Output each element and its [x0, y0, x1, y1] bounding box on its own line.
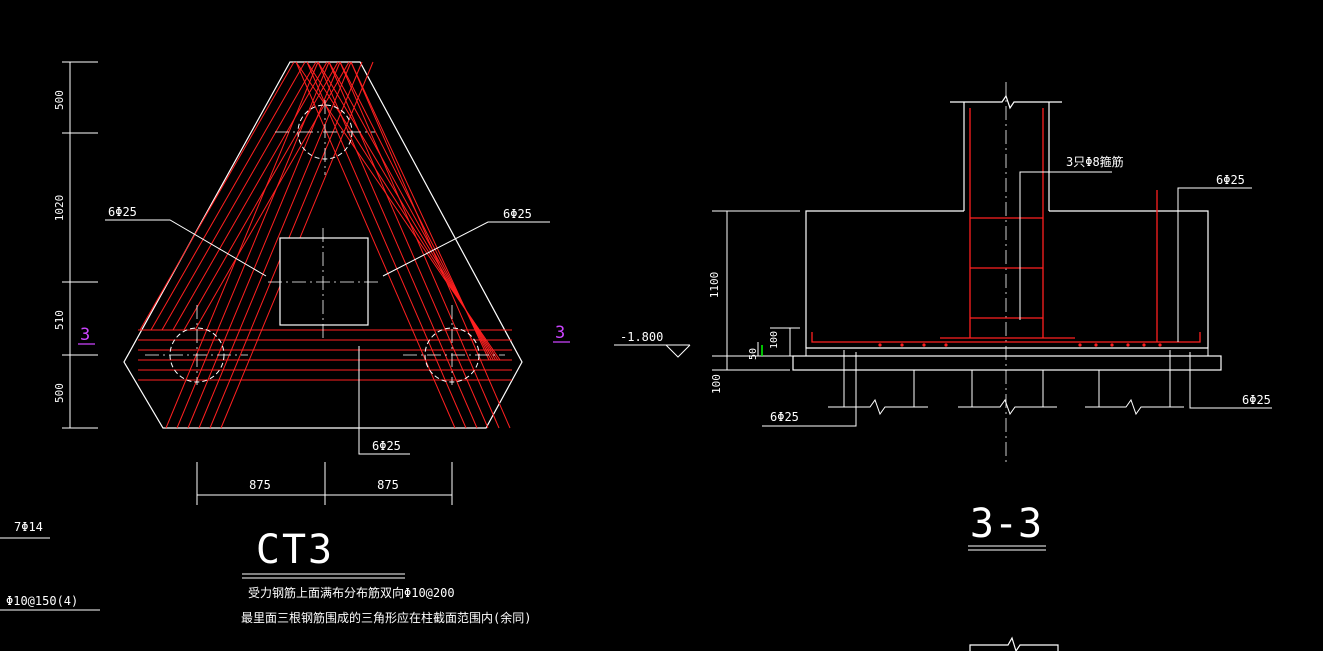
rebar-label-bottom: 6Φ25 [372, 439, 401, 453]
plan-note-2: 最里面三根钢筋围成的三角形应在柱截面范围内(余同) [241, 610, 531, 625]
rebar-dots [878, 343, 1162, 347]
centerlines [145, 100, 505, 385]
elevation-mark: -1.800 [614, 330, 691, 358]
svg-text:-1.800: -1.800 [620, 330, 663, 344]
dim-100-bottom: 100 [710, 374, 723, 394]
dim-v-2: 1020 [53, 195, 66, 222]
dim-v-4: 500 [53, 383, 66, 403]
dim-100-top: 100 [769, 331, 780, 349]
piles-section [828, 350, 1184, 416]
svg-text:3: 3 [555, 323, 565, 343]
plan-view: 6Φ25 6Φ25 6Φ25 3 3 500 1020 510 500 [53, 61, 570, 625]
cap-outline [805, 210, 1209, 349]
rebar-label-right: 6Φ25 [503, 207, 532, 221]
dim-h-1: 875 [249, 478, 271, 492]
section-title: 3-3 [970, 501, 1042, 547]
plan-title: CT3 [256, 527, 334, 573]
blinding-layer [792, 355, 1222, 371]
left-fragments: 7Φ14 Φ10@150(4) [0, 520, 100, 611]
dim-horizontal [196, 462, 453, 505]
dim-vertical [62, 61, 98, 429]
leaders [105, 219, 550, 455]
pile-cap-outline [123, 61, 523, 429]
section-rebar [811, 108, 1201, 343]
rebar-label-br: 6Φ25 [1242, 393, 1271, 407]
rebar-label-bl: 6Φ25 [770, 410, 799, 424]
column-section [950, 94, 1062, 211]
rebar-label-left: 6Φ25 [108, 205, 137, 219]
rebar-label-top: 6Φ25 [1216, 173, 1245, 187]
column-outline [279, 237, 369, 326]
dim-50: 50 [748, 348, 759, 360]
plan-note-1: 受力钢筋上面满布分布筋双向Φ10@200 [248, 585, 455, 600]
section-mark-right: 3 [553, 323, 570, 343]
fragment-rebar: 7Φ14 [14, 520, 43, 534]
svg-text:3: 3 [80, 325, 90, 345]
section-dims [712, 210, 800, 371]
dim-v-1: 500 [53, 90, 66, 110]
dim-h-2: 875 [377, 478, 399, 492]
section-mark-left: 3 [78, 325, 95, 345]
section-leaders [762, 171, 1272, 427]
next-column-fragment [969, 636, 1059, 651]
dim-1100: 1100 [708, 272, 721, 299]
section-view: 3只Φ8箍筋 6Φ25 6Φ25 6Φ25 -1.800 1100 100 50… [614, 82, 1272, 651]
fragment-stirrup: Φ10@150(4) [6, 594, 78, 608]
dim-v-3: 510 [53, 310, 66, 330]
stirrup-label: 3只Φ8箍筋 [1066, 154, 1124, 169]
